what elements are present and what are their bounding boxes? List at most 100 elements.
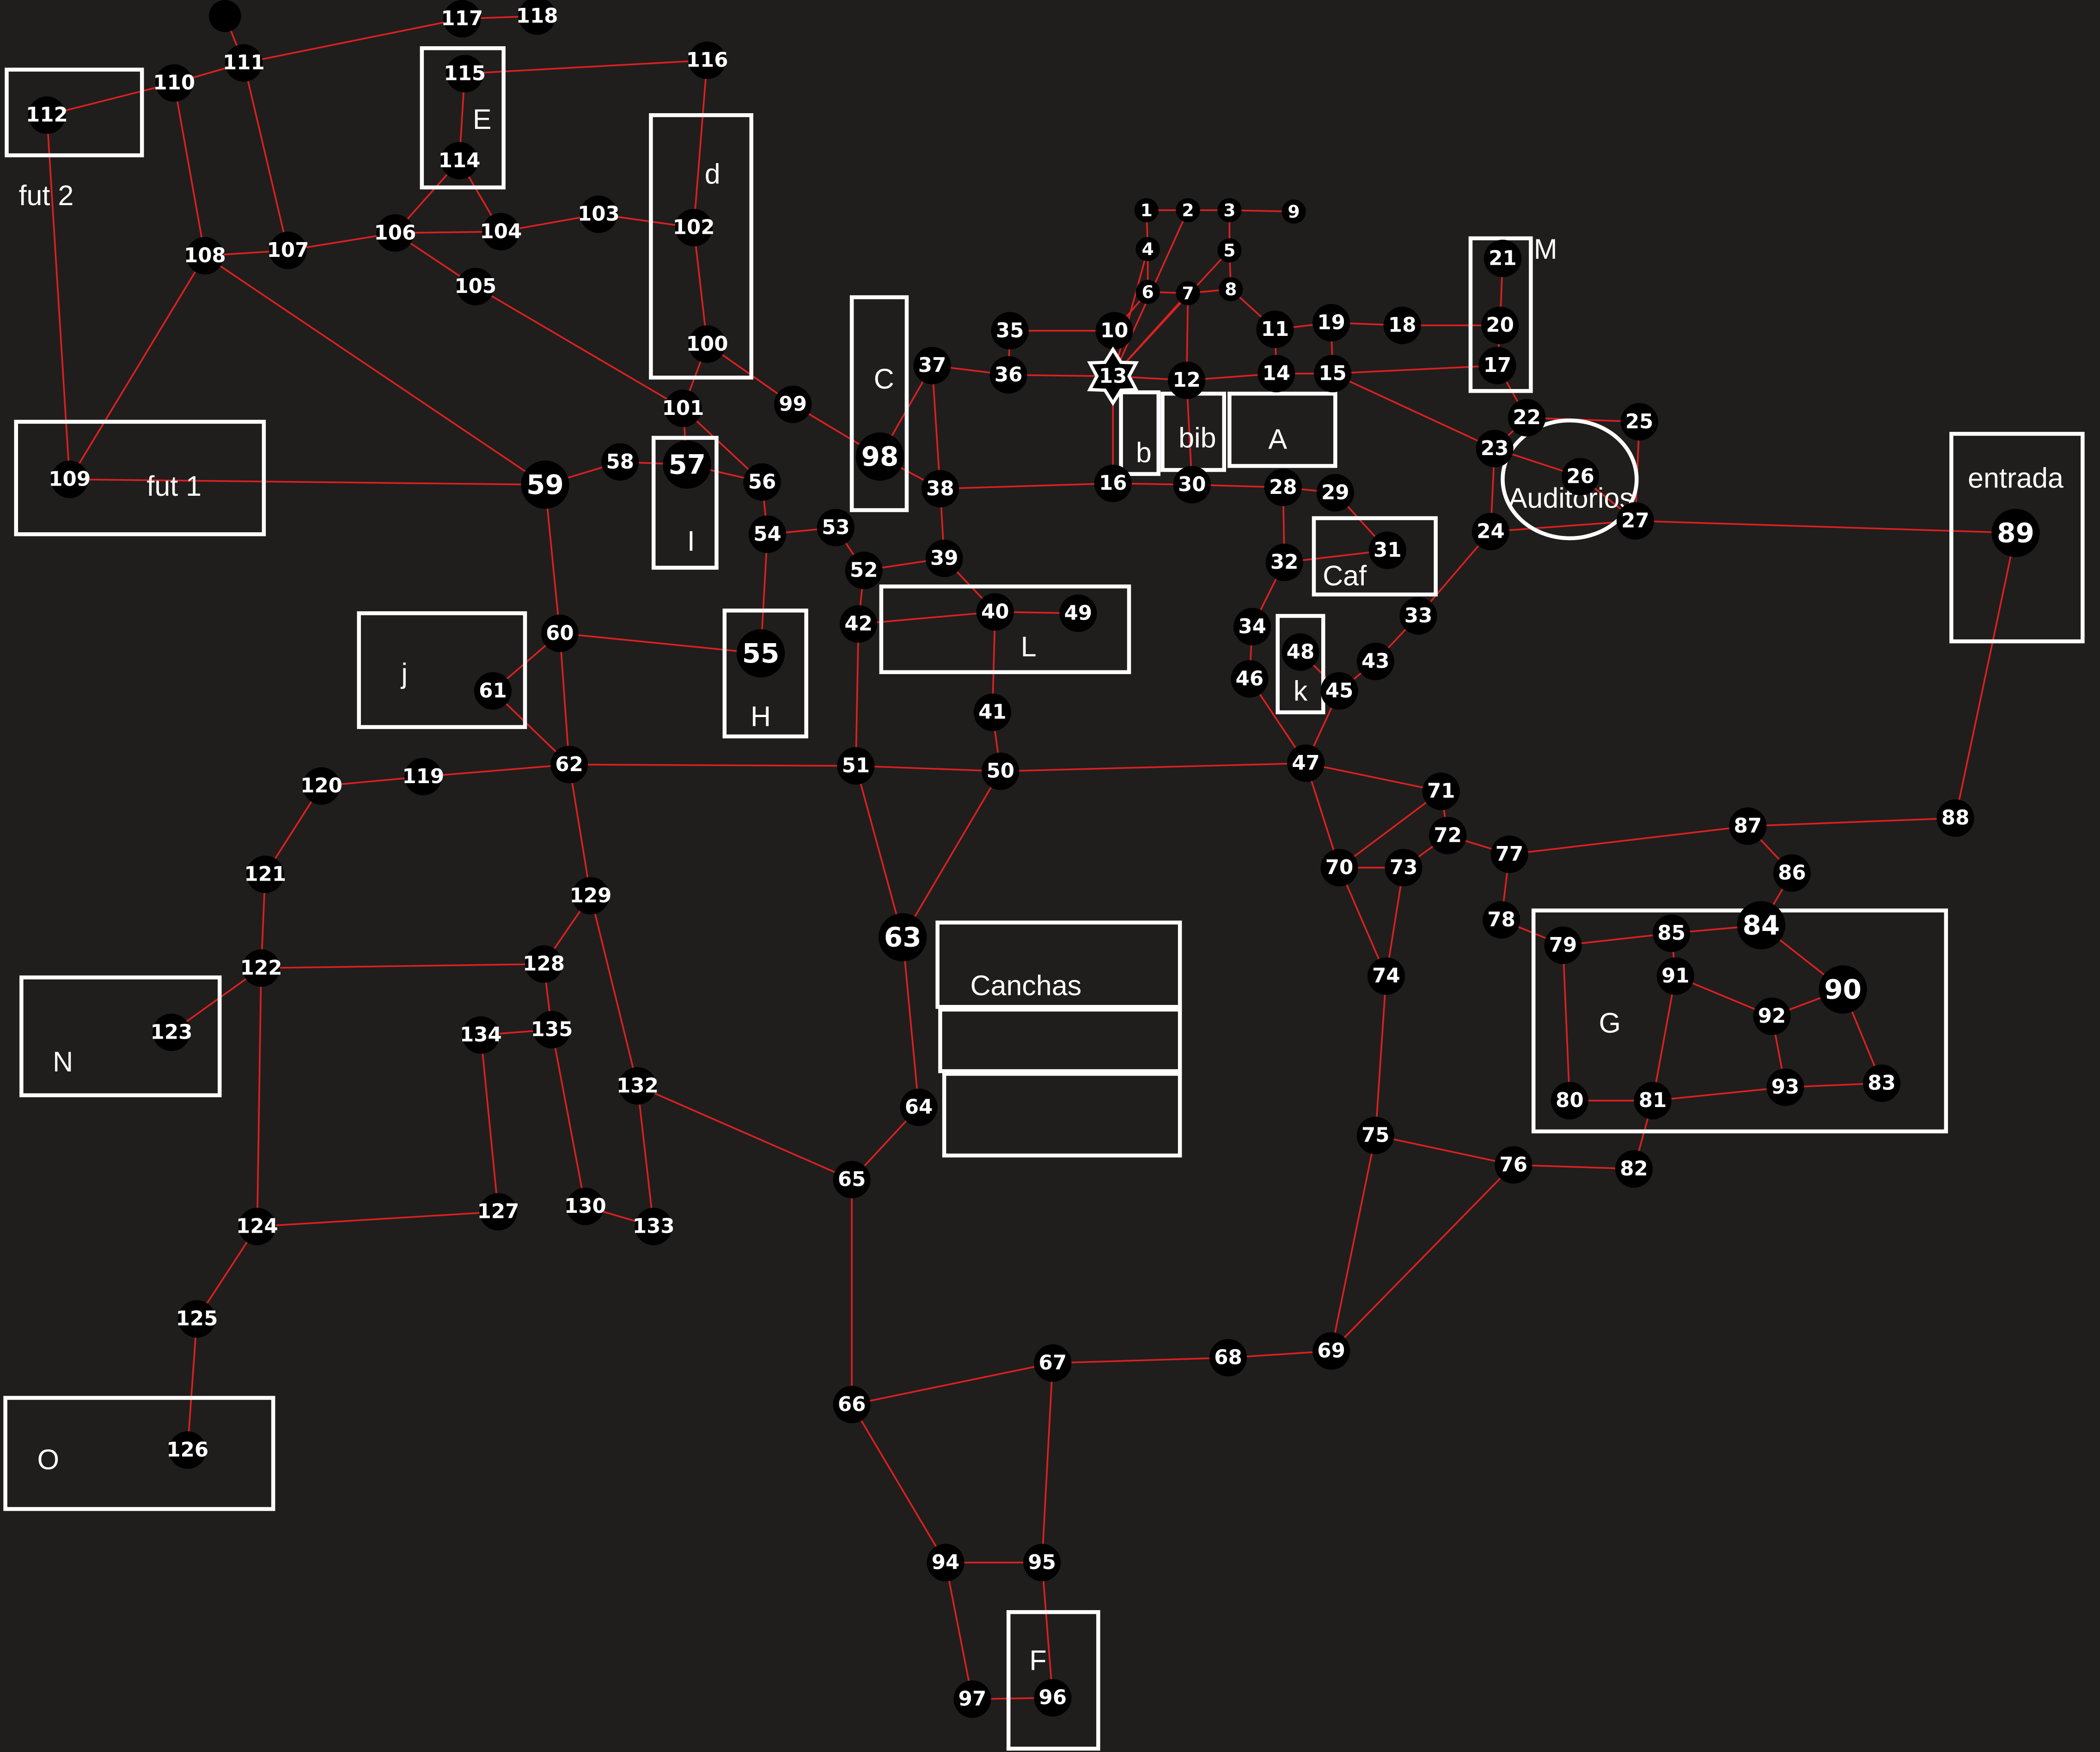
node-123: 123 [151, 1013, 193, 1051]
node-115: 115 [444, 55, 486, 92]
node-49: 49 [1059, 594, 1097, 632]
node-87: 87 [1729, 807, 1767, 845]
area-label: bib [1178, 422, 1216, 454]
node-label: 26 [1566, 465, 1594, 488]
node-label: 42 [844, 612, 873, 635]
node-48: 48 [1282, 633, 1319, 671]
node-label: 74 [1372, 965, 1400, 988]
node-135: 135 [531, 1010, 573, 1049]
node-114: 114 [439, 142, 480, 180]
node-label: 52 [850, 559, 878, 582]
node-circle [982, 752, 1019, 790]
node-label: 77 [1496, 843, 1524, 866]
node-75: 75 [1356, 1116, 1394, 1155]
node-20: 20 [1481, 306, 1519, 344]
node-17: 17 [1478, 347, 1516, 384]
node-label: 135 [531, 1018, 573, 1041]
node-132: 132 [617, 1067, 659, 1105]
node-100: 100 [686, 325, 728, 363]
node-label: 58 [606, 450, 635, 474]
area-outline [649, 113, 754, 380]
node-label: 12 [1172, 369, 1201, 392]
node-2: 2 [1176, 198, 1200, 223]
node-label: 32 [1270, 551, 1299, 574]
area-label: d [705, 158, 720, 190]
edge-60-62 [559, 633, 570, 765]
edge-67-68 [1052, 1357, 1228, 1364]
node-label: 109 [49, 468, 91, 491]
edge-116-102 [693, 60, 708, 228]
node-60: 60 [541, 614, 579, 652]
edge-69-76 [1331, 1164, 1514, 1352]
node-102: 102 [673, 209, 715, 247]
edge-50-63 [902, 771, 1001, 938]
node-54: 54 [748, 515, 787, 553]
node-circle [879, 913, 927, 961]
area-canchas-box-3 [942, 1071, 1182, 1158]
node-68: 68 [1209, 1339, 1247, 1377]
node-circle [736, 629, 785, 678]
edge-62-119 [423, 763, 569, 778]
edge-70-74 [1338, 867, 1387, 977]
node-79: 79 [1544, 926, 1582, 964]
node-72: 72 [1429, 816, 1467, 854]
node-40: 40 [976, 593, 1014, 631]
node-label: 123 [151, 1021, 193, 1044]
edge-50-47 [1000, 762, 1306, 773]
node-circle [1429, 816, 1467, 854]
node-label: 15 [1319, 362, 1347, 385]
node-106: 106 [374, 214, 416, 252]
node-67: 67 [1034, 1344, 1072, 1382]
node-label: 36 [995, 363, 1023, 386]
node-circle [482, 213, 520, 250]
node-21: 21 [1483, 239, 1522, 277]
node-55: 55 [736, 629, 785, 678]
node-label: 122 [240, 956, 282, 979]
node-label: 70 [1325, 856, 1354, 879]
node-circle [817, 509, 855, 547]
node-label: 94 [932, 1551, 960, 1574]
area-j-box: j [357, 611, 527, 729]
area-label: fut 2 [19, 180, 74, 211]
edge-59-60 [544, 484, 561, 633]
area-outline [1276, 614, 1325, 714]
edge-66-67 [851, 1362, 1053, 1405]
node-label: 71 [1427, 780, 1455, 803]
node-36: 36 [989, 356, 1027, 394]
edge-79-80 [1562, 945, 1571, 1101]
node-label: 62 [555, 753, 583, 776]
node-label: 46 [1236, 667, 1264, 690]
edge-40-42 [858, 611, 995, 625]
edges-layer [46, 15, 2017, 1700]
node-label: 37 [918, 354, 946, 377]
node-84: 84 [1737, 901, 1786, 949]
node-label: 117 [441, 7, 483, 30]
edge-88-89 [1954, 533, 2017, 819]
node-circle [550, 746, 588, 784]
node-22: 22 [1508, 399, 1546, 437]
node-circle [925, 539, 963, 578]
node-45: 45 [1320, 672, 1358, 710]
node-82: 82 [1615, 1150, 1653, 1188]
node-circle [1483, 239, 1522, 277]
node-124: 124 [236, 1207, 278, 1246]
node-19: 19 [1312, 304, 1350, 341]
area-O-box: O [3, 1396, 275, 1511]
node-120: 120 [300, 767, 342, 805]
node-circle [1471, 512, 1510, 551]
edge-47-71 [1306, 762, 1441, 792]
node-circle [900, 1089, 938, 1126]
node-circle [153, 1013, 190, 1051]
node-41: 41 [973, 694, 1011, 731]
node-circle [1219, 277, 1243, 302]
node-circle [774, 385, 812, 423]
node-110: 110 [153, 64, 195, 102]
node-105: 105 [454, 268, 496, 305]
node-65: 65 [833, 1161, 871, 1198]
node-label: 28 [1269, 476, 1297, 499]
node-circle [1094, 464, 1132, 502]
node-label: 129 [570, 884, 612, 907]
node-circle [1367, 957, 1405, 995]
edge-60-55 [560, 632, 761, 655]
